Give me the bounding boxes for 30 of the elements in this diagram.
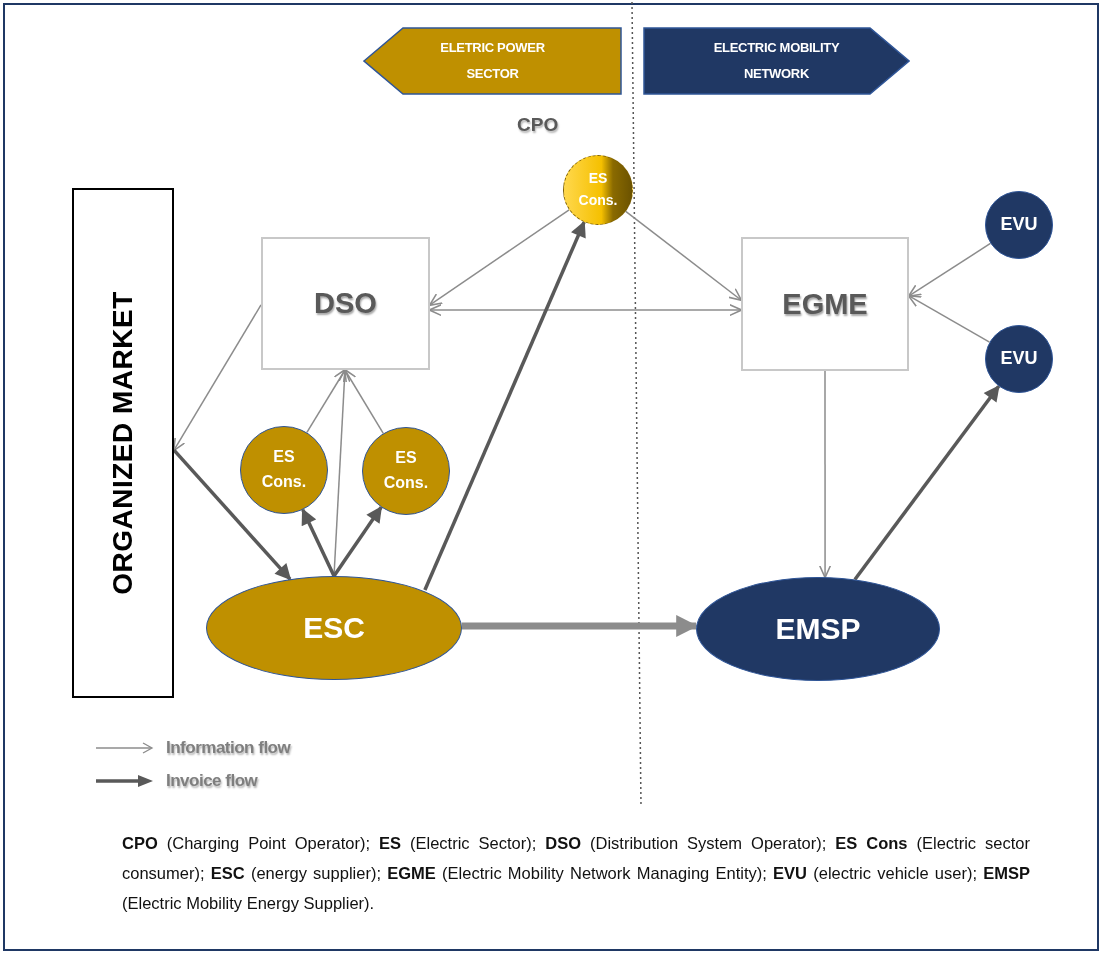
arrow xyxy=(818,370,832,579)
circle-label: EVU xyxy=(999,347,1039,371)
circle-label: ES Cons. xyxy=(260,447,308,492)
caption: CPO (Charging Point Operator); ES (Electric Sector); DSO (Distribution System Operator); ES Cons (Electric sector consumer); ESC (energy supplier); EGME (Electric Mobility Network Managing Entity); EVU (electric vehicle user); EMSP (Electric Mobility Energy Supplier). xyxy=(122,833,1030,914)
entity-box xyxy=(741,237,909,371)
banner-label: ELECTRIC MOBILITY NETWORK xyxy=(712,39,841,83)
arrow xyxy=(332,505,383,577)
arrow xyxy=(423,220,586,591)
arrow xyxy=(853,385,1001,581)
circle-label: EVU xyxy=(999,213,1039,237)
node-heading: CPO xyxy=(517,114,559,136)
circle-label: ES Cons. xyxy=(382,448,430,493)
sector-banner xyxy=(363,27,622,95)
sector-banner xyxy=(643,27,910,95)
entity-label: EGME xyxy=(782,287,868,321)
market-box xyxy=(72,188,174,698)
circle-label: ES Cons. xyxy=(578,169,618,210)
legend-label: Invoice flow xyxy=(166,771,258,791)
entity-box xyxy=(261,237,430,370)
entity-label: ESC xyxy=(303,611,365,645)
arrow xyxy=(625,210,743,302)
arrow xyxy=(462,615,699,637)
entity-label: DSO xyxy=(314,287,377,320)
entity-label: EMSP xyxy=(775,612,861,646)
market-label: ORGANIZED MARKET xyxy=(107,291,139,595)
arrow xyxy=(343,368,384,435)
banner-label: ELETRIC POWER SECTOR xyxy=(439,39,546,83)
arrow xyxy=(306,368,347,434)
arrow xyxy=(301,508,336,577)
legend-label: Information flow xyxy=(166,738,291,758)
